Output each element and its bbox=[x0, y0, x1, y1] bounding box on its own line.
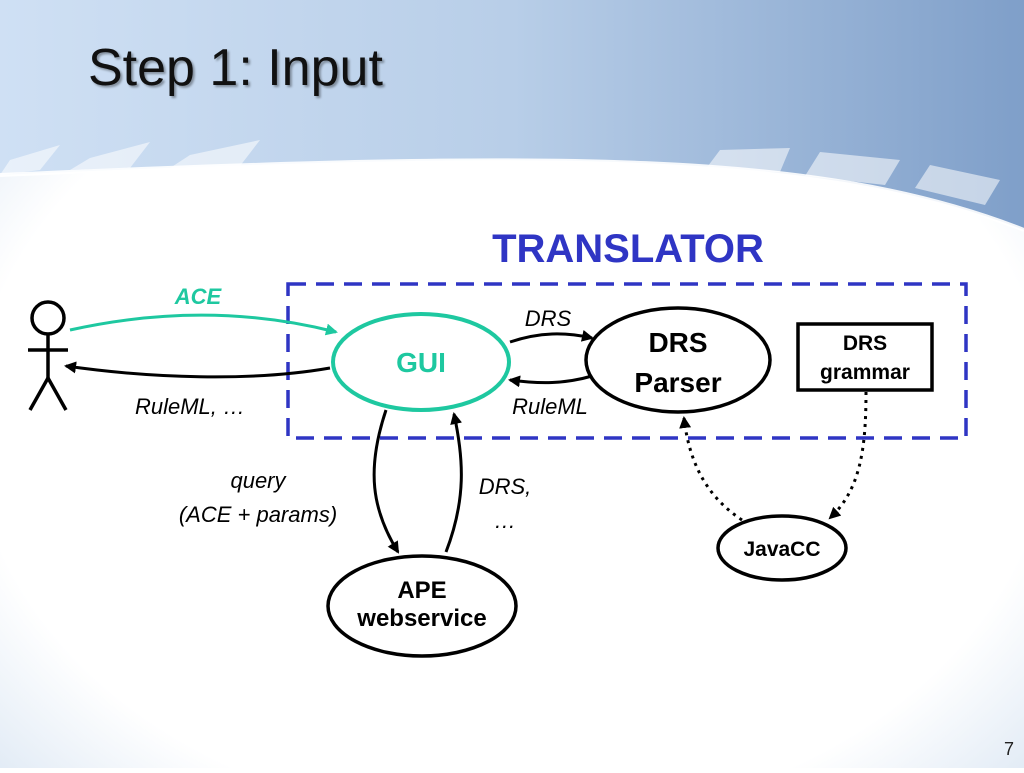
edge-label-query-line1: query bbox=[230, 468, 287, 493]
node-javacc-label: JavaCC bbox=[743, 538, 820, 561]
edge-label-drs-from-ape-line2: … bbox=[494, 508, 516, 533]
node-gui bbox=[331, 312, 511, 412]
node-ape-label-line1: APE bbox=[397, 577, 446, 604]
edge-label-drs-from-ape-line1: DRS, bbox=[479, 474, 532, 499]
edge-drs-to-parser bbox=[509, 329, 594, 344]
node-drs-grammar-label-line2: grammar bbox=[820, 361, 910, 384]
node-ape-webservice bbox=[326, 554, 518, 658]
edge-javacc-to-parser bbox=[679, 416, 743, 522]
edge-grammar-to-javacc bbox=[828, 391, 868, 520]
edge-ace bbox=[69, 313, 338, 336]
slide-title: Step 1: Input bbox=[88, 39, 383, 97]
edge-ruleml-from-parser bbox=[508, 374, 593, 388]
header-band bbox=[0, 0, 1024, 230]
edge-ruleml-out bbox=[64, 361, 331, 379]
user-stick-figure-icon bbox=[28, 300, 68, 411]
edge-label-drs-to-parser: DRS bbox=[525, 306, 572, 331]
node-drs-parser-label-line1: DRS bbox=[648, 327, 707, 358]
edge-query bbox=[372, 409, 400, 554]
page-number: 7 bbox=[1003, 739, 1014, 759]
node-drs-grammar bbox=[796, 322, 934, 392]
edge-drs-from-ape bbox=[444, 412, 463, 553]
edge-label-query-line2: (ACE + params) bbox=[179, 502, 337, 527]
edge-label-ruleml-from-parser: RuleML bbox=[512, 394, 588, 419]
node-javacc bbox=[716, 514, 848, 582]
header-curve bbox=[0, 158, 1024, 232]
translator-frame bbox=[286, 282, 968, 440]
node-drs-parser bbox=[584, 306, 772, 414]
edge-label-ruleml-out: RuleML, … bbox=[135, 394, 245, 419]
header-stripes bbox=[0, 140, 1000, 205]
node-ape-label-line2: webservice bbox=[356, 605, 486, 632]
node-drs-parser-label-line2: Parser bbox=[634, 367, 721, 398]
edge-label-ace: ACE bbox=[174, 284, 223, 309]
node-drs-grammar-label-line1: DRS bbox=[843, 332, 887, 355]
node-gui-label: GUI bbox=[396, 347, 446, 378]
translator-label: TRANSLATOR bbox=[492, 227, 764, 271]
